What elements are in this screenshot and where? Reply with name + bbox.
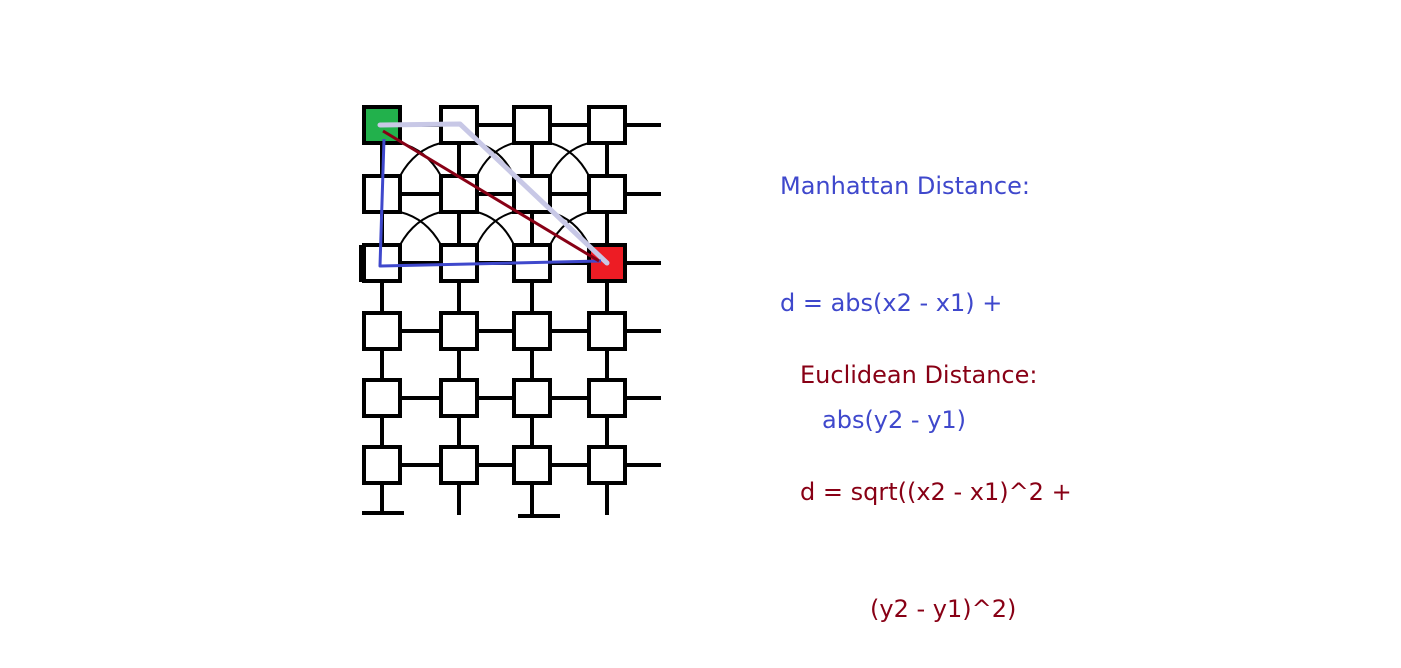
euclidean-formula: Euclidean Distance: d = sqrt((x2 - x1)^2… (800, 278, 1072, 668)
diagonal-edge (399, 142, 442, 177)
grid-nodes (362, 105, 627, 485)
grid-node (362, 243, 402, 283)
grid-node (587, 174, 627, 214)
grid-node (512, 105, 552, 145)
manhattan-title: Manhattan Distance: (780, 172, 1030, 200)
grid-node (362, 445, 402, 485)
grid-node (362, 378, 402, 418)
grid-node (439, 311, 479, 351)
grid-diagram (359, 105, 661, 518)
grid-node (439, 445, 479, 485)
grid-node (439, 174, 479, 214)
grid-node (587, 311, 627, 351)
alternate-path (377, 121, 610, 266)
grid-node (587, 105, 627, 145)
grid-node (587, 445, 627, 485)
manhattan-formula: Manhattan Distance: d = abs(x2 - x1) + a… (780, 89, 1030, 479)
euclidean-path (382, 129, 600, 263)
grid-node (512, 378, 552, 418)
manhattan-formula-line1: d = abs(x2 - x1) + (780, 289, 1003, 317)
manhattan-path (378, 138, 602, 268)
diagonal-edge (549, 142, 590, 177)
distance-paths (377, 121, 610, 268)
euclidean-formula-line2: (y2 - y1)^2) (870, 595, 1017, 623)
euclidean-title: Euclidean Distance: (800, 361, 1038, 389)
manhattan-formula-line2: abs(y2 - y1) (822, 406, 967, 434)
diagonal-edge (549, 142, 590, 177)
diagonal-edge (476, 211, 515, 246)
diagonal-edge (399, 211, 442, 246)
diagonal-edge (399, 142, 442, 177)
diagonal-edge (399, 211, 442, 246)
grid-node (512, 445, 552, 485)
grid-node (512, 311, 552, 351)
diagonal-edge (476, 211, 515, 246)
euclidean-formula-line1: d = sqrt((x2 - x1)^2 + (800, 478, 1072, 506)
grid-node (587, 378, 627, 418)
grid-node (362, 311, 402, 351)
grid-node (439, 378, 479, 418)
